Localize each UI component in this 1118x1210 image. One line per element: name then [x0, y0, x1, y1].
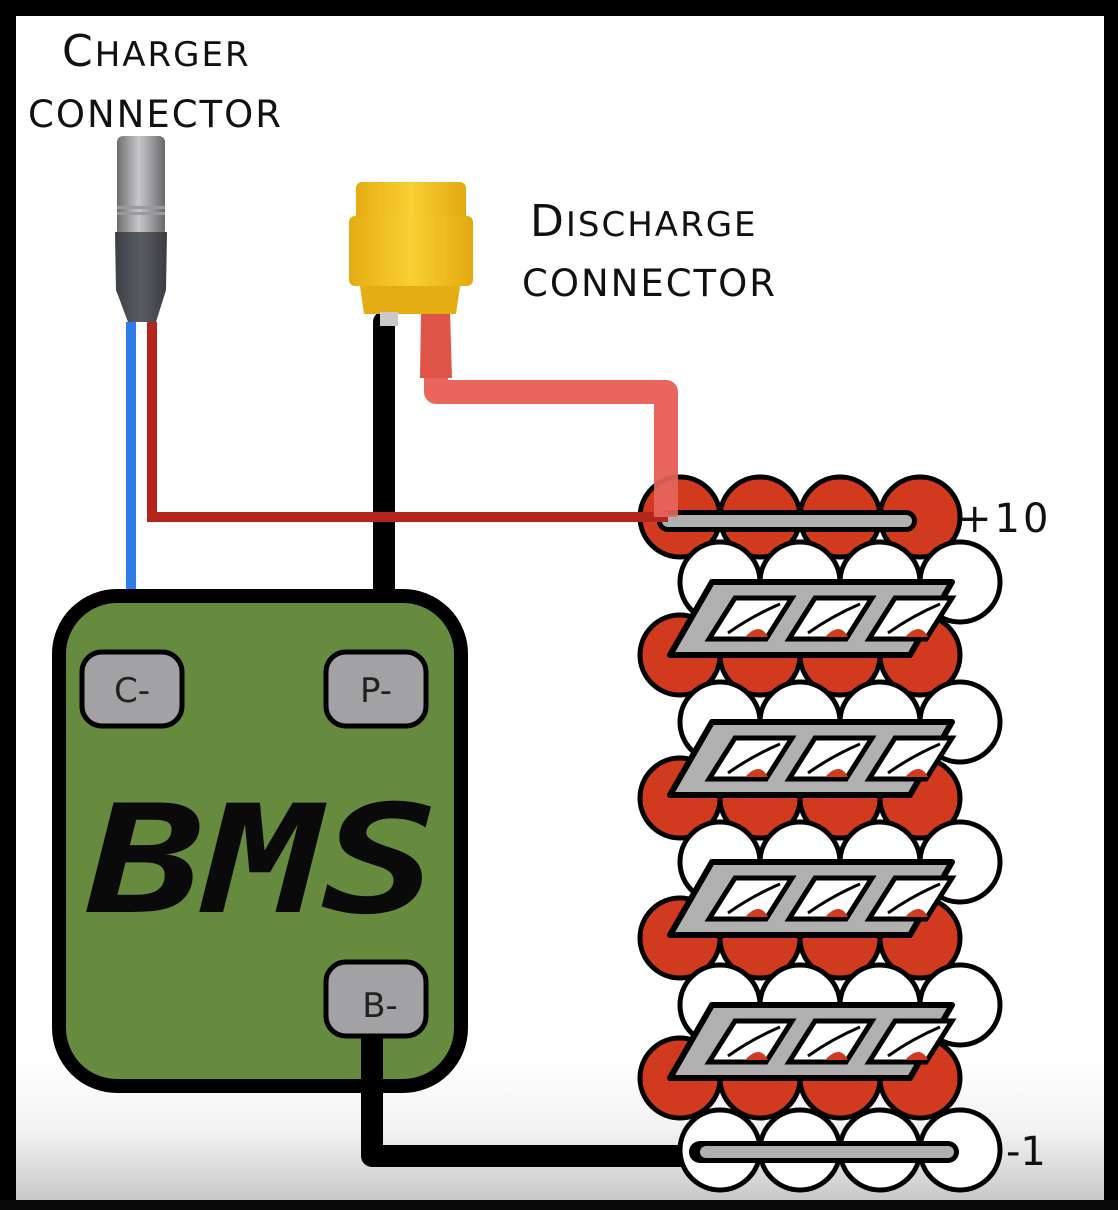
- pack-positive-label: +10: [958, 496, 1051, 542]
- bms-title: BMS: [85, 774, 438, 948]
- bms-terminal-p-minus: P-: [323, 649, 429, 729]
- svg-text:C-: C-: [114, 671, 150, 711]
- series-nickel-strip: [667, 719, 957, 798]
- svg-text:B-: B-: [362, 986, 398, 1026]
- discharge-red-sleeve: [420, 303, 452, 378]
- battery-pack: [637, 474, 1003, 1193]
- discharge-xt-connector-icon: [349, 182, 473, 326]
- bottom-shadow: [0, 1200, 1118, 1210]
- series-nickel-strip: [667, 859, 957, 938]
- b-minus-black-wire: [361, 1036, 710, 1167]
- discharge-connector-label: DISCHARGE: [530, 196, 758, 247]
- charger-connector-label-line2: CONNECTOR: [28, 93, 283, 136]
- charger-connector-label: CHARGER: [62, 26, 251, 77]
- bms-terminal-b-minus: B-: [323, 959, 429, 1039]
- series-nickel-strip: [667, 579, 957, 658]
- charger-connector-icon: [115, 136, 167, 322]
- charger-red-wire: [147, 322, 668, 522]
- pack-negative-label: -1: [1006, 1129, 1046, 1175]
- series-nickel-strip: [667, 1002, 957, 1081]
- svg-text:P-: P-: [360, 671, 392, 711]
- discharge-red-wire: [424, 330, 678, 517]
- bms-terminal-c-minus: C-: [79, 649, 185, 729]
- discharge-connector-label-line2: CONNECTOR: [522, 262, 777, 305]
